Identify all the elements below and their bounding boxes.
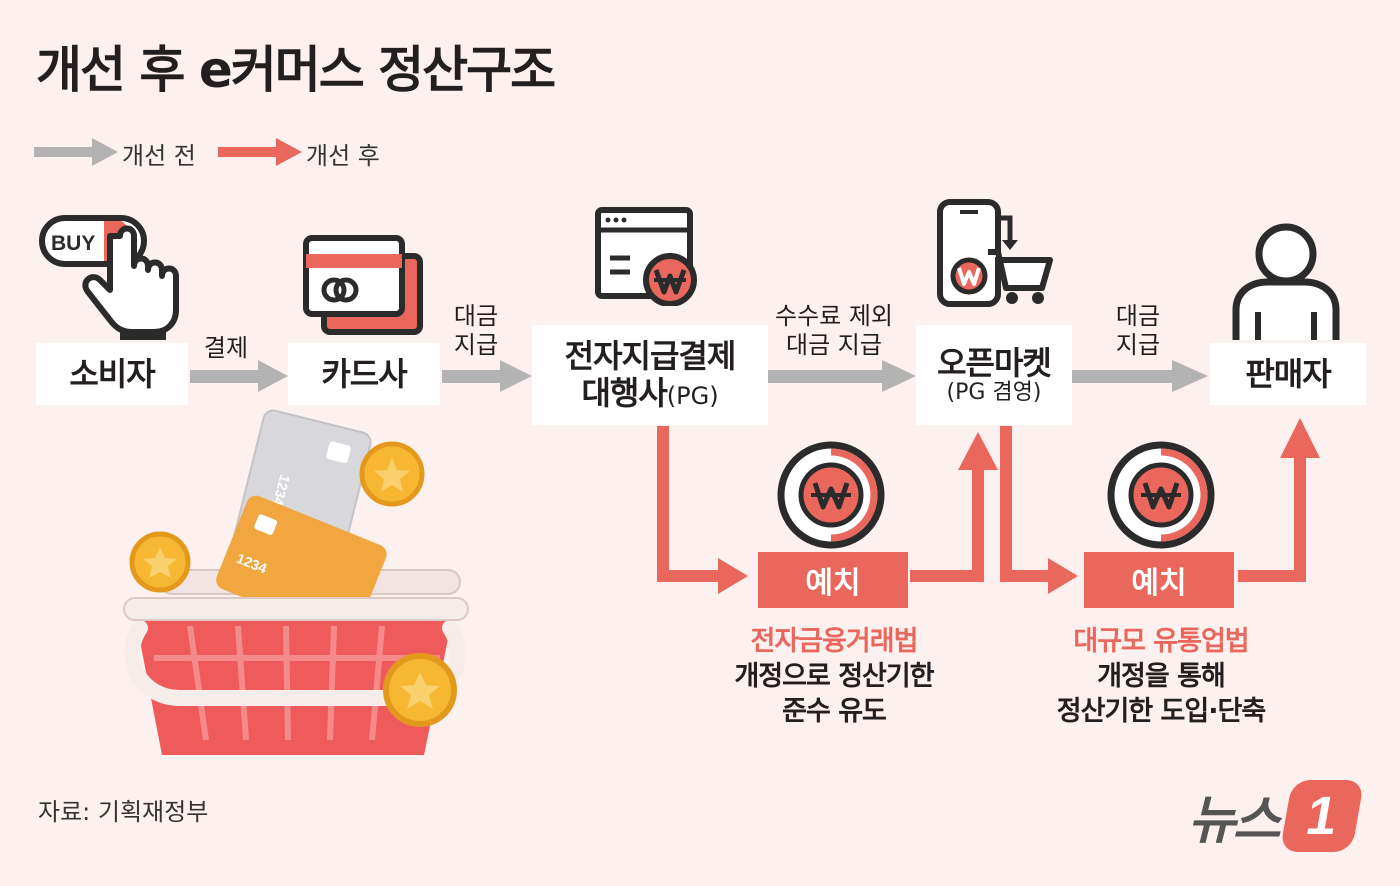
- phone-cart-icon: [937, 199, 1053, 307]
- node-pg: 전자지급결제 대행사(PG): [532, 325, 768, 425]
- node-market-label: 오픈마켓: [937, 343, 1052, 382]
- flow-label-fee-l1: 수수료 제외: [774, 302, 894, 330]
- logo-text: 뉴스: [1188, 791, 1281, 851]
- node-seller-label: 판매자: [1245, 354, 1331, 393]
- browser-won-icon: [595, 207, 697, 306]
- arrow-market-seller: [1072, 370, 1176, 383]
- node-pg-suffix: (PG): [666, 382, 719, 410]
- logo-mark: 1: [1279, 779, 1365, 852]
- note-left-line2: 준수 유도: [782, 696, 887, 728]
- shopping-basket-cards-coins-icon: 1234 1234: [123, 409, 469, 755]
- arrow-card-pg: [442, 370, 504, 383]
- flow-label-pay: 결제: [203, 334, 249, 362]
- node-pg-line2: 대행사: [581, 374, 667, 412]
- note-right-line2: 정산기한 도입·단축: [1056, 696, 1266, 728]
- flow-label-market-seller-l2: 지급: [1115, 330, 1161, 359]
- deposit-box-right: 예치: [1084, 552, 1234, 608]
- credit-card-icon: [303, 235, 423, 335]
- node-consumer-label: 소비자: [69, 354, 155, 393]
- note-right-law: 대규모 유통업법: [1073, 626, 1249, 657]
- flow-label-card-pg-l1: 대금: [453, 302, 499, 330]
- won-coin-icon: [1107, 441, 1215, 549]
- node-card-company: 카드사: [288, 343, 440, 405]
- buy-button-hand-icon: BUY: [39, 215, 179, 340]
- note-right: 대규모 유통업법 개정을 통해 정산기한 도입·단축: [1016, 624, 1306, 729]
- node-card-label: 카드사: [321, 354, 407, 393]
- node-open-market: 오픈마켓 (PG 겸영): [916, 325, 1072, 425]
- won-coin-icon: [777, 441, 885, 549]
- gray-card-number: 1234: [270, 473, 293, 507]
- logo-mark-text: 1: [1301, 785, 1342, 846]
- note-right-line1: 개정을 통해: [1097, 661, 1226, 693]
- node-market-sub: (PG 겸영): [946, 380, 1042, 406]
- page-title: 개선 후 e커머스 정산구조: [36, 41, 556, 99]
- node-seller: 판매자: [1210, 343, 1366, 405]
- flow-label-pg-market: 수수료 제외 대금 지급: [760, 302, 908, 360]
- flow-label-card-pg-l2: 지급: [453, 330, 499, 359]
- buy-text: BUY: [51, 232, 95, 255]
- source-note: 자료: 기획재정부: [38, 798, 209, 826]
- person-icon: [1232, 223, 1340, 340]
- flow-label-market-seller-l1: 대금: [1115, 302, 1161, 330]
- note-left-line1: 개정으로 정산기한: [734, 661, 934, 693]
- node-consumer: 소비자: [36, 343, 188, 405]
- arrow-pg-market: [768, 370, 886, 383]
- legend-after-label: 개선 후: [306, 142, 380, 170]
- legend-after-arrow-icon: [218, 138, 302, 166]
- flow-label-fee-l2: 대금 지급: [786, 330, 882, 359]
- deposit-box-left: 예치: [758, 552, 908, 608]
- legend-before-arrow-icon: [34, 138, 118, 166]
- flow-label-market-seller: 대금 지급: [1108, 302, 1168, 360]
- note-left: 전자금융거래법 개정으로 정산기한 준수 유도: [694, 624, 974, 729]
- flow-label-card-pg: 대금 지급: [446, 302, 506, 360]
- news1-logo: 뉴스 1: [1188, 778, 1365, 853]
- arrow-consumer-card: [190, 370, 262, 383]
- note-left-law: 전자금융거래법: [750, 626, 919, 657]
- legend-before-label: 개선 전: [122, 142, 196, 170]
- node-pg-line1: 전자지급결제: [564, 337, 737, 376]
- red-line-pg-down: [657, 426, 669, 582]
